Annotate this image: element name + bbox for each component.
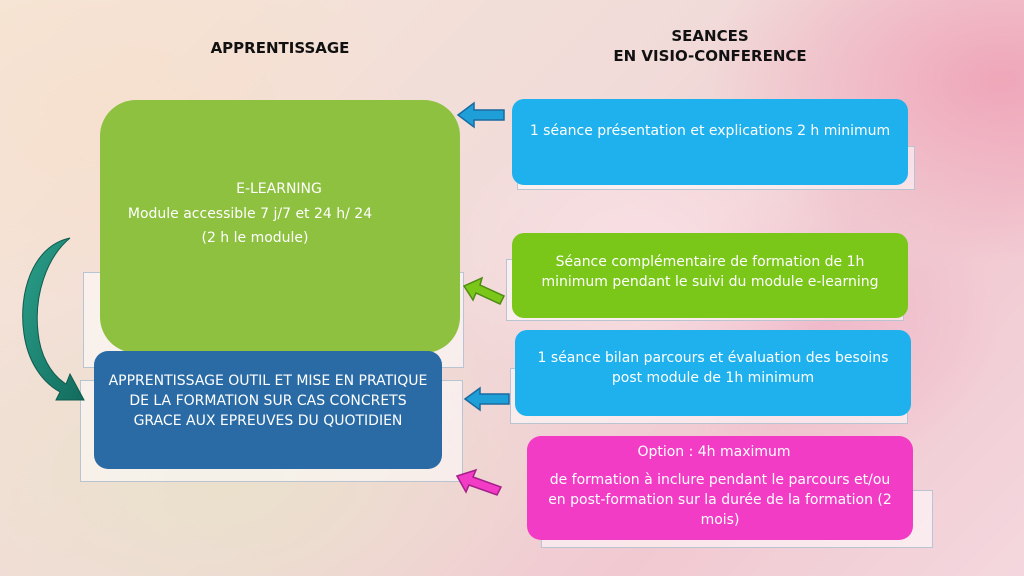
complement-line1: Séance complémentaire de formation de 1h <box>555 253 865 270</box>
arrow-up-left-icon <box>462 276 506 305</box>
complement-box: Séance complémentaire de formation de 1h… <box>512 233 908 318</box>
heading-seances-line1: SEANCES <box>671 27 749 45</box>
elearning-access: Module accessible 7 j/7 et 24 h/ 24 <box>127 206 373 222</box>
heading-seances-line2: EN VISIO-CONFERENCE <box>613 47 807 65</box>
bilan-line1: 1 séance bilan parcours et évaluation de… <box>537 350 889 366</box>
arrow-up-left-icon <box>455 468 503 496</box>
arrow-left-icon <box>456 101 505 129</box>
option-line3: mois) <box>700 512 740 528</box>
practice-line1: APPRENTISSAGE OUTIL ET MISE EN PRATIQUE <box>108 373 428 389</box>
curved-arrow-icon <box>22 237 85 401</box>
presentation-text: 1 séance présentation et explications 2 … <box>529 123 891 139</box>
heading-apprentissage: APPRENTISSAGE <box>210 39 350 57</box>
bilan-line2: post module de 1h minimum <box>611 370 815 386</box>
option-line1: de formation à inclure pendant le parcou… <box>549 472 891 488</box>
elearning-title: E-LEARNING <box>236 181 322 197</box>
practice-box: APPRENTISSAGE OUTIL ET MISE EN PRATIQUE … <box>94 351 442 469</box>
presentation-box: 1 séance présentation et explications 2 … <box>512 99 908 185</box>
practice-line2: DE LA FORMATION SUR CAS CONCRETS <box>129 393 407 409</box>
elearning-duration: (2 h le module) <box>201 230 309 246</box>
complement-line2: minimum pendant le suivi du module e-lea… <box>541 273 879 290</box>
bilan-box: 1 séance bilan parcours et évaluation de… <box>515 330 911 416</box>
arrow-left-icon <box>463 386 510 412</box>
option-title: Option : 4h maximum <box>637 444 791 460</box>
practice-line3: GRACE AUX EPREUVES DU QUOTIDIEN <box>133 413 403 429</box>
elearning-box: E-LEARNING Module accessible 7 j/7 et 24… <box>100 100 460 353</box>
option-box: Option : 4h maximum de formation à inclu… <box>527 436 913 540</box>
option-line2: en post-formation sur la durée de la for… <box>548 492 892 508</box>
heading-seances: SEANCES EN VISIO-CONFERENCE <box>590 26 830 66</box>
